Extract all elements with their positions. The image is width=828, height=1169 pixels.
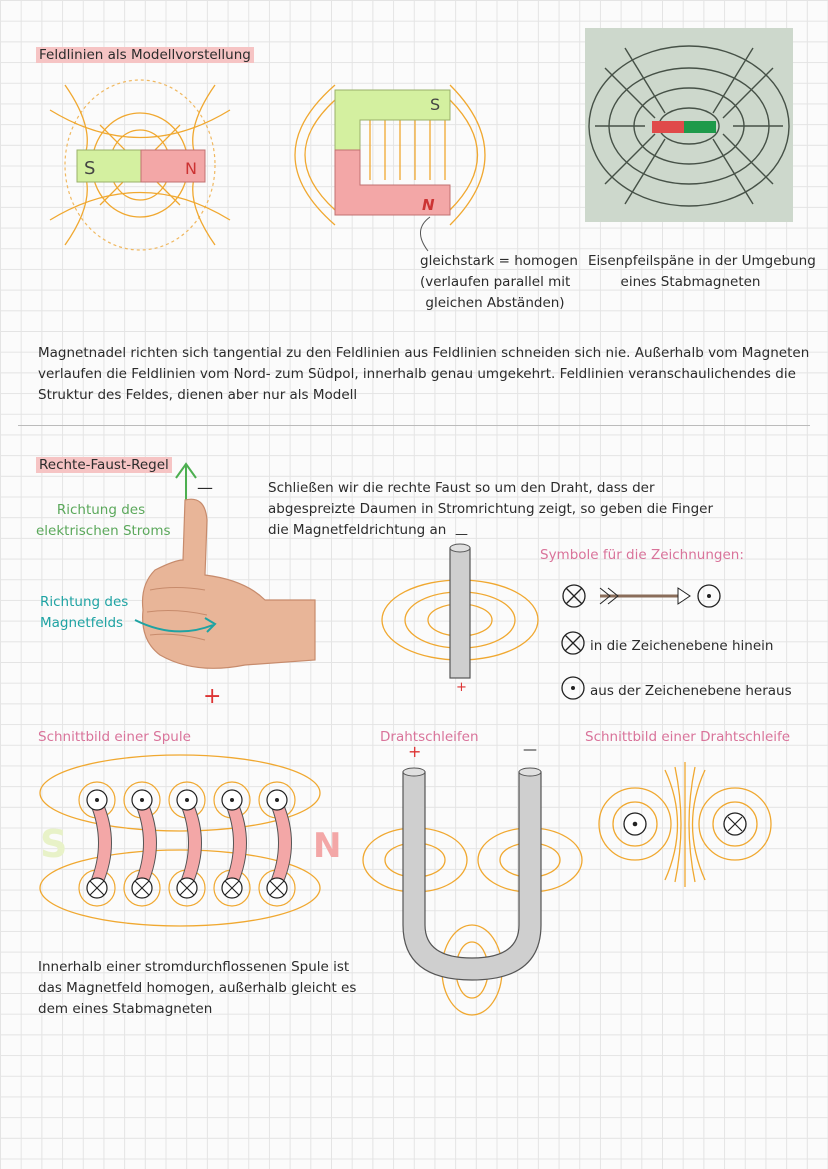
right-fist-explanation: Schließen wir die rechte Faust so um den…: [268, 478, 713, 541]
arrow-symbol-row: [562, 584, 721, 608]
wire-loops-title: Drahtschleifen: [380, 729, 479, 745]
field-label-line-1: Richtung des: [40, 594, 129, 610]
current-label-line-2: elektrischen Stroms: [36, 523, 171, 539]
bar-magnet-north: [140, 149, 206, 183]
u-magnet-s-label: S: [430, 95, 440, 114]
wire-plus-sign: +: [456, 680, 467, 695]
paragraph-line-3: Struktur des Feldes, dienen aber nur als…: [38, 387, 358, 403]
homogen-note: gleichstark = homogen (verlaufen paralle…: [420, 251, 578, 314]
coil-text-line-1: Innerhalb einer stromdurchflossenen Spul…: [38, 959, 350, 975]
explanation-line-2: abgespreizte Daumen in Stromrichtung zei…: [268, 501, 714, 517]
section-heading-field-lines: Feldlinien als Modellvorstellung: [36, 45, 254, 66]
hand-plus-sign: +: [203, 684, 222, 709]
loop-cross-section-title: Schnittbild einer Drahtschleife: [585, 729, 791, 745]
field-label-line-2: Magnetfelds: [40, 615, 124, 631]
wire-loops-diagram: [362, 767, 583, 1016]
loop-cross-section-diagram: [598, 762, 772, 887]
coil-cross-section-title: Schnittbild einer Spule: [38, 729, 191, 745]
annotation-arrow: [420, 216, 431, 252]
loops-plus-sign: +: [408, 742, 422, 761]
coil-explanation: Innerhalb einer stromdurchflossenen Spul…: [38, 957, 356, 1020]
iron-filings-photo: [585, 28, 793, 222]
bar-magnet-south: [76, 149, 142, 183]
right-hand-illustration: [134, 498, 316, 669]
photo-caption: Eisenpfeilspäne in der Umgebung eines St…: [588, 251, 816, 293]
u-magnet-n-label: N: [422, 196, 435, 214]
straight-wire-field-diagram: [381, 543, 539, 679]
coil-text-line-2: das Magnetfeld homogen, außerhalb gleich…: [38, 980, 357, 996]
coil-text-line-3: dem eines Stabmagneten: [38, 1001, 213, 1017]
coil-cross-section-diagram: [39, 754, 321, 927]
symbols-title: Symbole für die Zeichnungen:: [540, 547, 744, 563]
wire-minus-sign: —: [455, 527, 468, 542]
thumb-minus-sign: —: [197, 478, 213, 497]
current-direction-label: Richtung des elektrischen Stroms: [36, 500, 171, 542]
section-heading-right-fist-rule: Rechte-Faust-Regel: [36, 455, 172, 476]
cross-symbol-icon: [561, 631, 585, 655]
u-magnet-field-diagram: S N: [294, 84, 486, 226]
paragraph-line-1: Magnetnadel richten sich tangential zu d…: [38, 345, 810, 361]
section-divider: [18, 425, 810, 426]
bar-magnet-s-label: S: [84, 158, 95, 179]
loops-minus-sign: —: [523, 742, 537, 758]
explanation-line-3: die Magnetfeldrichtung an: [268, 522, 447, 538]
explanation-line-1: Schließen wir die rechte Faust so um den…: [268, 480, 655, 496]
field-lines-paragraph: Magnetnadel richten sich tangential zu d…: [38, 343, 809, 406]
bar-magnet-n-label: N: [185, 159, 197, 178]
coil-s-label: S: [40, 822, 68, 866]
homogen-note-line-3: gleichen Abständen): [425, 295, 565, 311]
photo-caption-line-1: Eisenpfeilspäne in der Umgebung: [588, 253, 816, 269]
field-direction-label: Richtung des Magnetfelds: [40, 592, 128, 634]
homogen-note-line-2: (verlaufen parallel mit: [420, 274, 571, 290]
symbol-into-label: in die Zeichenebene hinein: [590, 638, 774, 654]
bar-magnet-field-diagram: S N: [49, 79, 231, 251]
dot-symbol-icon: [561, 676, 585, 700]
current-label-line-1: Richtung des: [56, 502, 146, 518]
paragraph-line-2: verlaufen die Feldlinien vom Nord- zum S…: [38, 366, 796, 382]
homogen-note-line-1: gleichstark = homogen: [420, 253, 578, 269]
symbol-out-label: aus der Zeichenebene heraus: [590, 683, 792, 699]
coil-n-label: N: [313, 826, 342, 866]
photo-caption-line-2: eines Stabmagneten: [620, 274, 761, 290]
